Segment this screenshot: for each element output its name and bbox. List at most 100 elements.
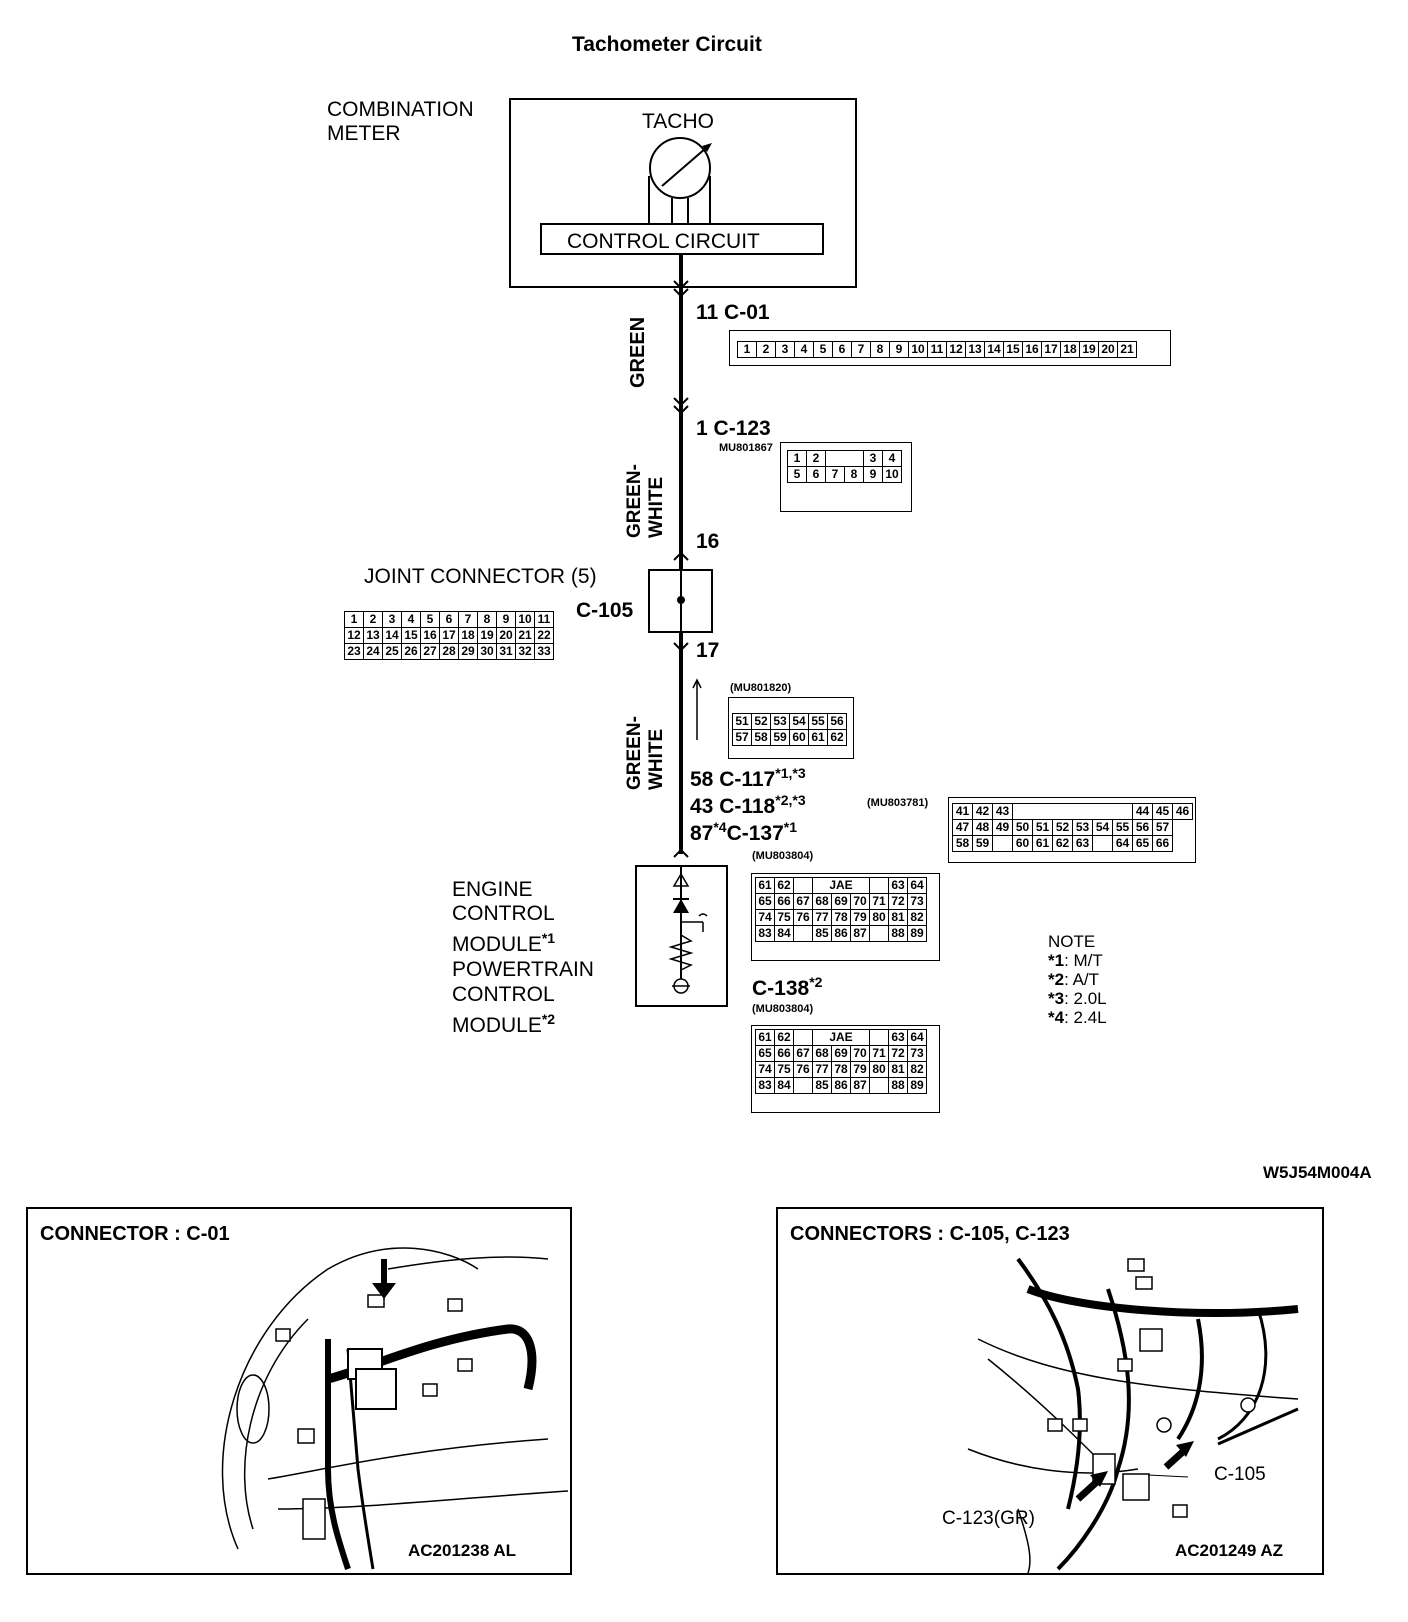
pin-cell: 47 (952, 819, 973, 836)
pin-cell (869, 1077, 889, 1094)
c138-label: C-138*2 (752, 974, 823, 1000)
pin-cell: 44 (1132, 803, 1153, 820)
pin-cell: 62 (827, 729, 847, 746)
figure-code: W5J54M004A (1263, 1163, 1372, 1182)
pin-cell: 8 (477, 611, 497, 628)
pin-cell: 10 (908, 341, 928, 358)
pin-cell: 86 (831, 1077, 851, 1094)
pin-cell: 18 (458, 627, 478, 644)
pin-cell: 8 (870, 341, 890, 358)
c01-connector-face (729, 330, 1171, 366)
pin-cell: 1 (787, 450, 807, 467)
c138-connector-face (751, 1025, 940, 1113)
pin-cell: 75 (774, 1061, 794, 1078)
pin-cell (844, 450, 864, 467)
pin-cell: 24 (363, 643, 383, 660)
c105-pin-out: 17 (696, 639, 720, 662)
zener-diode-icon (673, 899, 689, 913)
pin-cell (1092, 835, 1113, 852)
pin-cell: 9 (889, 341, 909, 358)
pin-cell: 89 (907, 1077, 927, 1094)
pin-cell: 5 (420, 611, 440, 628)
pin-cell (793, 925, 813, 942)
pin-cell: 15 (1003, 341, 1023, 358)
c118-part-number: (MU803781) (867, 797, 929, 809)
pin-cell: 73 (907, 1045, 927, 1062)
pin-cell: 14 (382, 627, 402, 644)
c105-pin-in: 16 (696, 530, 720, 553)
pin-cell: 64 (1112, 835, 1133, 852)
pin-cell: 83 (755, 1077, 775, 1094)
pin-cell: 78 (831, 1061, 851, 1078)
c118-connector-face (948, 797, 1196, 863)
pin-cell: 16 (420, 627, 440, 644)
pin-cell: 62 (774, 1029, 794, 1046)
pin-cell: 20 (1098, 341, 1118, 358)
engine-control-module-label: ENGINE CONTROL MODULE*1 (452, 878, 556, 956)
pin-cell: 18 (1060, 341, 1080, 358)
control-circuit-box (540, 223, 824, 255)
pin-cell: 27 (420, 643, 440, 660)
note-block: NOTE *1: M/T *2: A/T *3: 2.0L *4: 2.4L (1048, 932, 1107, 1027)
pin-cell: 6 (439, 611, 459, 628)
c123-part-number: MU801867 (719, 442, 773, 454)
pin-cell: 87 (850, 925, 870, 942)
pin-cell: 66 (774, 893, 794, 910)
pin-cell: 52 (1052, 819, 1073, 836)
pin-cell: 64 (907, 877, 927, 894)
wire-color-green-white-1: GREEN- WHITE (624, 464, 667, 538)
pin-cell: 65 (755, 1045, 775, 1062)
c117-part-number: (MU801820) (730, 682, 792, 694)
pin-cell: 5 (787, 466, 807, 483)
pin-cell: 6 (832, 341, 852, 358)
pin-cell (869, 877, 889, 894)
pin-cell: 88 (888, 925, 908, 942)
pin-cell: 71 (869, 893, 889, 910)
pin-cell (793, 1029, 813, 1046)
pin-cell: 69 (831, 893, 851, 910)
pin-cell: 22 (534, 627, 554, 644)
pin-cell: 77 (812, 1061, 832, 1078)
pin-cell: 1 (344, 611, 364, 628)
pin-cell: 88 (888, 1077, 908, 1094)
pin-cell: 72 (888, 1045, 908, 1062)
c117-connector-face (728, 697, 854, 759)
pin-cell: 43 (992, 803, 1013, 820)
pin-cell: 8 (844, 466, 864, 483)
control-circuit-label: CONTROL CIRCUIT (567, 230, 760, 253)
pin-cell: 4 (401, 611, 421, 628)
pin-cell: 10 (515, 611, 535, 628)
pin-cell: 3 (775, 341, 795, 358)
pin-cell: 67 (793, 893, 813, 910)
pin-cell: 21 (515, 627, 535, 644)
pin-cell: 63 (888, 877, 908, 894)
pin-cell: 74 (755, 909, 775, 926)
pin-cell: 46 (1172, 803, 1193, 820)
wire-color-green: GREEN (627, 316, 649, 388)
pin-cell: 1 (737, 341, 757, 358)
pin-cell: 7 (458, 611, 478, 628)
pin-cell (869, 1029, 889, 1046)
powertrain-control-module-label: POWERTRAIN CONTROL MODULE*2 (452, 958, 594, 1037)
pin-cell: 19 (1079, 341, 1099, 358)
pin-cell: 60 (789, 729, 809, 746)
pin-cell: 30 (477, 643, 497, 660)
panel-code-c01: AC201238 AL (408, 1541, 517, 1560)
pin-cell: 89 (907, 925, 927, 942)
pin-cell: 63 (888, 1029, 908, 1046)
c01-pin-label: 11 C-01 (696, 301, 770, 324)
pin-cell (1112, 803, 1133, 820)
pin-cell: 52 (751, 713, 771, 730)
pin-cell: 65 (1132, 835, 1153, 852)
page-title: Tachometer Circuit (572, 33, 762, 56)
pin-cell: 68 (812, 1045, 832, 1062)
pin-cell: 59 (770, 729, 790, 746)
pin-cell: 21 (1117, 341, 1137, 358)
pin-cell (1092, 803, 1113, 820)
pin-cell: 61 (808, 729, 828, 746)
pin-cell: 53 (770, 713, 790, 730)
